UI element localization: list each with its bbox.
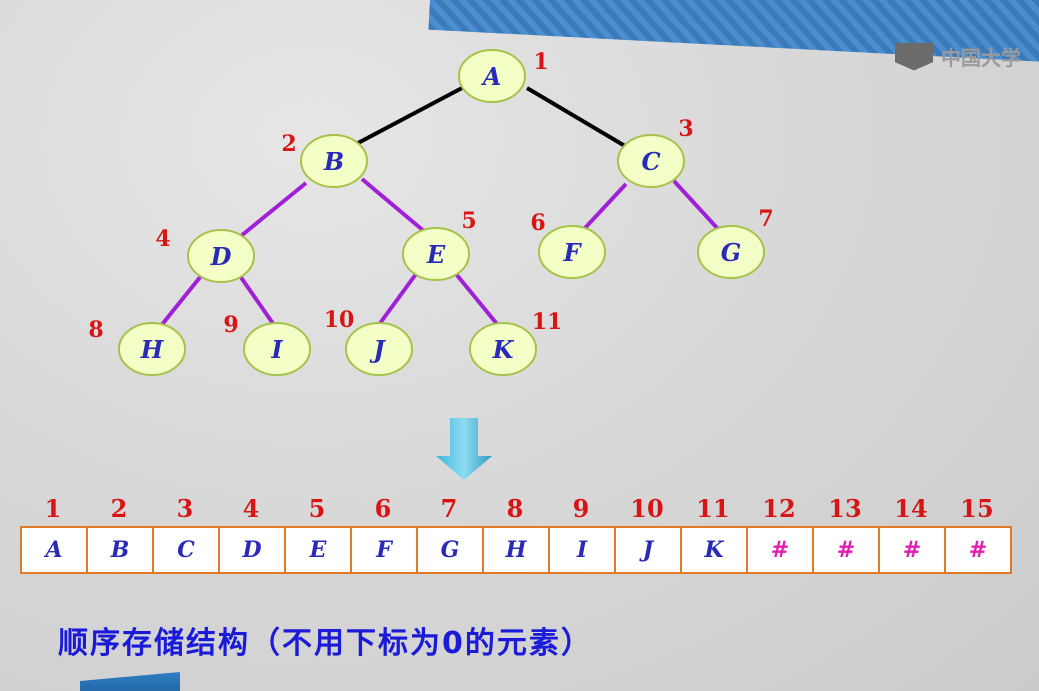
node-label: K: [492, 335, 515, 364]
next-arrow-icon: [80, 672, 180, 691]
array-cell: J: [616, 528, 682, 572]
node-label: E: [426, 240, 446, 269]
logo: 中国大学: [895, 42, 1021, 71]
node-ellipse: [300, 134, 368, 188]
array-index: 14: [894, 494, 928, 523]
node-ellipse: [469, 322, 537, 376]
tree-node: G 7: [697, 206, 774, 279]
node-ellipse: [187, 229, 255, 283]
node-ellipse: [458, 49, 526, 103]
node-index: 9: [223, 312, 238, 338]
edge-d-h: [158, 274, 203, 329]
node-ellipse: [243, 322, 311, 376]
logo-text: 中国大学: [941, 46, 1021, 70]
array-cell: G: [418, 528, 484, 572]
node-index: 11: [532, 309, 563, 335]
array-index-row: 1 2 3 4 5 6 7 8 9 10 11 12 13 14 15: [20, 494, 1010, 523]
caption: 顺序存储结构（不用下标为0的元素）: [58, 626, 593, 661]
array-index: 5: [308, 494, 326, 523]
array-cell: D: [220, 528, 286, 572]
array-index: 7: [440, 494, 458, 523]
tree-node: A 1: [458, 49, 549, 103]
array-index: 9: [572, 494, 590, 523]
array-cell: K: [682, 528, 748, 572]
edge-c-g: [672, 179, 720, 231]
array-cell: H: [484, 528, 550, 572]
array-index: 4: [242, 494, 260, 523]
node-label: G: [721, 238, 742, 267]
node-ellipse: [538, 225, 606, 279]
tree-node: I 9: [223, 312, 311, 376]
node-label: H: [140, 335, 165, 364]
node-ellipse: [118, 322, 186, 376]
node-index: 8: [88, 317, 103, 343]
node-index: 5: [461, 208, 476, 234]
array-cell-empty: #: [968, 537, 988, 563]
array-cell: F: [352, 528, 418, 572]
array-cell-empty: #: [814, 528, 880, 572]
node-index: 6: [530, 210, 545, 236]
array-cell-empty: #: [748, 528, 814, 572]
array-index: 12: [762, 494, 796, 523]
node-index: 10: [324, 307, 355, 333]
node-ellipse: [402, 227, 470, 281]
array-cell: C: [154, 528, 220, 572]
node-label: C: [641, 147, 660, 176]
node-index: 3: [678, 116, 693, 142]
edge-a-c: [525, 86, 627, 148]
array-index: 11: [696, 494, 730, 523]
node-index: 1: [533, 49, 548, 75]
tree-node: D 4: [155, 226, 255, 283]
node-label: B: [323, 147, 344, 176]
edge-a-b: [357, 86, 463, 145]
tree-node: J 10: [324, 307, 413, 376]
edge-e-j: [376, 272, 418, 328]
tree-node: C 3: [617, 116, 694, 188]
node-index: 2: [281, 131, 296, 157]
node-label: D: [210, 242, 232, 271]
array-index: 1: [44, 494, 62, 523]
node-index: 4: [155, 226, 170, 252]
node-ellipse: [617, 134, 685, 188]
node-ellipse: [345, 322, 413, 376]
tree-node: K 11: [469, 309, 563, 376]
array-cell: B: [88, 528, 154, 572]
edge-d-i: [238, 274, 276, 327]
array-index: 8: [506, 494, 524, 523]
array-cell: A: [22, 528, 88, 572]
array-index: 10: [630, 494, 664, 523]
node-label: F: [562, 238, 582, 267]
array-cell: E: [286, 528, 352, 572]
edge-b-e: [360, 177, 427, 234]
array-cell-empty: #: [880, 528, 946, 572]
node-label: J: [369, 335, 386, 364]
node-index: 7: [758, 206, 773, 232]
edge-b-d: [234, 181, 308, 242]
down-arrow-icon: [436, 418, 492, 480]
tree-node: B 2: [281, 131, 368, 188]
node-label: A: [481, 62, 502, 91]
array-index: 13: [828, 494, 862, 523]
tree-node: F 6: [530, 210, 606, 279]
array-cell: I: [550, 528, 616, 572]
edge-c-f: [583, 182, 628, 230]
sequential-storage-array: A B C D E F G H I J K # # # #: [20, 526, 1012, 574]
array-index: 2: [110, 494, 128, 523]
binary-tree-diagram: A 1 B 2 C 3 D 4 E 5 F 6 G 7 H 8: [88, 49, 774, 376]
tree-node: E 5: [402, 208, 477, 281]
array-index: 6: [374, 494, 392, 523]
node-label: I: [270, 335, 283, 364]
tree-node: H 8: [88, 317, 186, 376]
edge-e-k: [454, 272, 499, 326]
node-ellipse: [697, 225, 765, 279]
array-index: 15: [960, 494, 994, 523]
array-index: 3: [176, 494, 194, 523]
